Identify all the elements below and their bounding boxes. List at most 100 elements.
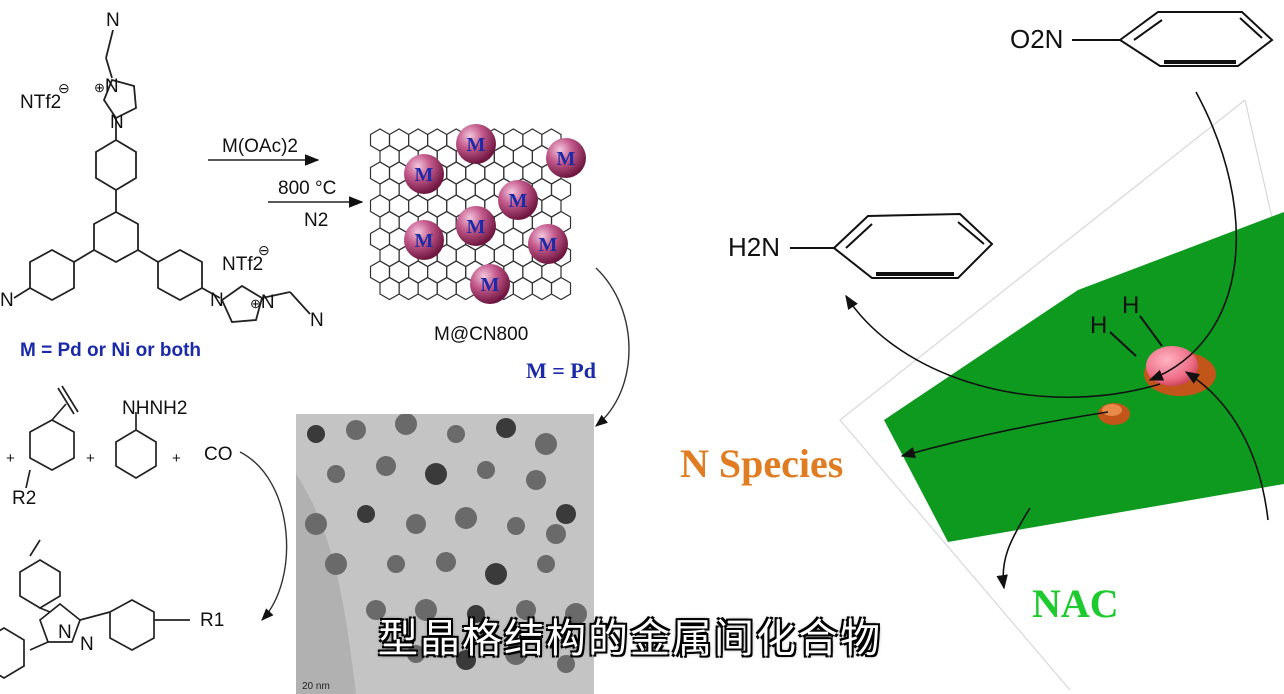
anion-left-charge: ⊖: [58, 80, 70, 96]
tem-nanoparticle: [307, 425, 325, 443]
n-species-site-highlight: [1102, 404, 1122, 416]
metal-particle-label: M: [415, 230, 434, 252]
left-fragment-n: N: [0, 290, 14, 311]
tem-nanoparticle: [346, 420, 366, 440]
h-bond-right: [1139, 315, 1163, 347]
metal-particle: [404, 154, 444, 194]
reagent-label: M(OAc)2: [222, 136, 298, 157]
tem-nanoparticle: [406, 514, 426, 534]
anion-left: NTf2: [20, 92, 61, 114]
tem-nanoparticle: [407, 645, 425, 663]
lattice-hexagon: [436, 276, 457, 301]
hydrogen-left: H: [1090, 312, 1108, 339]
tem-image: [296, 414, 594, 694]
amine-label: H2N: [728, 232, 781, 262]
atmosphere-label: N2: [304, 210, 329, 231]
lattice-hexagon: [512, 276, 534, 301]
hydrogen-right: H: [1122, 292, 1140, 319]
nitrile-n-top: N: [106, 10, 120, 31]
catalyst-sheet: [884, 212, 1284, 542]
tem-nanoparticle: [535, 433, 557, 455]
nitrobenzene-ring: [1072, 11, 1274, 67]
arrow-nitro-to-site: [1148, 91, 1238, 381]
lattice-hexagon: [550, 276, 572, 301]
product-metal: M = Pd: [526, 358, 596, 383]
metal-definition: M = Pd or Ni or both: [20, 340, 201, 362]
anion-right: NTf2: [222, 254, 264, 275]
aniline-ring: [790, 212, 994, 279]
video-subtitle: 型晶格结构的金属间化合物: [378, 616, 882, 662]
lattice-hexagon: [531, 276, 553, 301]
tem-nanoparticle: [565, 603, 587, 625]
nitrile-n-right: N: [310, 310, 324, 331]
tem-nanoparticle: [467, 605, 485, 623]
imidazolium-n-top-text: N: [104, 76, 119, 97]
nitro-label: O2N: [1010, 24, 1064, 54]
temperature-label: 800 °C: [278, 178, 337, 199]
arrow-to-tem: [595, 267, 630, 427]
tem-nanoparticle: [425, 463, 447, 485]
metal-particle-label: M: [467, 134, 486, 156]
coupling-arrow: [239, 451, 288, 621]
metal-particle: [404, 220, 444, 260]
arrow-site-to-aniline: [845, 294, 1161, 399]
plus-1: +: [6, 450, 15, 467]
tem-nanoparticle: [395, 414, 417, 435]
lattice-hexagon: [417, 276, 438, 301]
plus-3: +: [172, 450, 181, 467]
anion-left-text: NTf2: [20, 92, 62, 113]
lattice-hexagon: [379, 276, 400, 301]
tem-nanoparticle: [526, 470, 546, 490]
precursor-molecule: [13, 29, 311, 323]
co-label: CO: [204, 444, 233, 465]
arrow-sheet-to-nac: [996, 507, 1031, 590]
tem-nanoparticle: [436, 552, 456, 572]
tem-nanoparticle: [505, 643, 527, 665]
tem-nanoparticle: [507, 517, 525, 535]
pyrazole-n2: N: [80, 634, 94, 655]
tem-nanoparticle: [557, 655, 575, 673]
metal-particle-label: M: [415, 164, 434, 186]
plus-2: +: [86, 450, 95, 467]
imidazolium-right-n-a: N: [210, 290, 224, 311]
imidazolium-right-n-b-text: N: [260, 292, 275, 313]
metal-particle: [470, 264, 510, 304]
metal-particle-label: M: [481, 274, 500, 296]
imidazolium-right-n-b: ⊕N: [250, 292, 275, 313]
tem-nanoparticle: [415, 599, 437, 621]
n-species-label: N Species: [680, 441, 844, 486]
metal-particle-label: M: [557, 148, 576, 170]
tem-scale-label: 20 nm: [302, 681, 330, 692]
tem-nanoparticle: [327, 465, 345, 483]
tem-nanoparticle: [376, 456, 396, 476]
tem-nanoparticle: [456, 650, 476, 670]
metal-particle-label: M: [467, 216, 486, 238]
anion-right-charge: ⊖: [258, 242, 270, 258]
tem-nanoparticle: [537, 555, 555, 573]
active-site-metal: [1146, 346, 1198, 386]
metal-particle: [528, 224, 568, 264]
metal-particle: [456, 206, 496, 246]
tem-nanoparticle: [556, 504, 576, 524]
tem-nanoparticle: [387, 555, 405, 573]
metal-particle: [546, 138, 586, 178]
imidazolium-n-top: ⊕N: [94, 76, 119, 97]
tem-nanoparticle: [447, 425, 465, 443]
coupling-molecules: [0, 385, 190, 679]
tem-nanoparticle: [305, 513, 327, 535]
tem-nanoparticle: [485, 563, 507, 585]
metal-particle: [498, 180, 538, 220]
metal-particle: [456, 124, 496, 164]
tem-nanoparticle: [516, 600, 536, 620]
r2-label: R2: [12, 488, 37, 509]
metal-definition-text: M = Pd or Ni or both: [20, 340, 202, 361]
h-bond-left: [1109, 331, 1137, 357]
hydrazine-label: NHNH2: [122, 398, 188, 419]
r1-label: R1: [200, 610, 225, 631]
arrow-nac-to-site: [1184, 371, 1269, 521]
tem-nanoparticle: [325, 553, 347, 575]
tem-nanoparticle: [366, 600, 386, 620]
metal-particle-label: M: [509, 190, 528, 212]
